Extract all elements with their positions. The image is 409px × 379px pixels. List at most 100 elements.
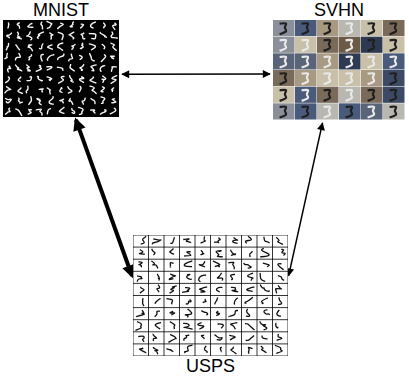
dataset-node: USPS (133, 235, 288, 376)
photo-tile (339, 53, 361, 69)
grid-line (257, 235, 258, 356)
dataset-samples (273, 20, 405, 120)
photo-tile (361, 87, 383, 103)
digit-sample (81, 33, 85, 39)
photo-tile (383, 70, 405, 86)
digit-sample (5, 53, 7, 58)
digit-sample (264, 310, 270, 315)
digit-sample (199, 275, 206, 282)
digit-sample (112, 88, 114, 92)
digit-sample (58, 32, 63, 39)
digit-sample (60, 99, 64, 102)
photo-tile (295, 103, 317, 119)
digit-sample (111, 32, 117, 38)
digit-sample (89, 44, 95, 50)
digit-sample (18, 88, 23, 93)
digit-sample (72, 44, 75, 49)
digit-sample (60, 107, 64, 113)
digit-sample (231, 274, 235, 279)
photo-tile (383, 53, 405, 69)
digit-sample (215, 298, 218, 305)
digit-sample (70, 76, 74, 82)
digit-sample (6, 43, 8, 49)
photo-tile (361, 20, 383, 36)
digit-sample (60, 88, 62, 93)
digit-sample (216, 311, 219, 316)
digit-sample (275, 345, 282, 353)
digit-sample (346, 107, 353, 118)
digit-sample (27, 32, 32, 40)
photo-tile (383, 103, 405, 119)
digit-sample (215, 335, 223, 341)
digit-sample (368, 73, 375, 84)
digit-sample (110, 108, 116, 114)
digit-sample (7, 33, 12, 38)
photo-tile (317, 70, 339, 86)
digit-sample (58, 43, 63, 50)
photo-tile (383, 20, 405, 36)
digit-sample (170, 263, 173, 267)
digit-sample (37, 32, 43, 38)
digit-sample (170, 322, 175, 330)
digit-sample (250, 251, 253, 257)
photo-tile (339, 37, 361, 53)
photo-tile (317, 103, 339, 119)
digit-sample (262, 335, 267, 339)
digit-sample (58, 54, 64, 60)
digit-sample (155, 298, 160, 303)
digit-sample (260, 248, 269, 257)
digit-sample (157, 285, 160, 292)
digit-sample (264, 237, 270, 243)
digit-sample (231, 347, 237, 354)
dataset-node: SVHN (273, 0, 405, 120)
digit-sample (100, 66, 104, 72)
digit-sample (29, 55, 32, 60)
digit-sample (6, 77, 10, 83)
digit-sample (244, 263, 251, 268)
digit-sample (278, 264, 284, 270)
digit-sample (346, 73, 353, 84)
digit-sample (102, 44, 105, 48)
digit-sample (280, 107, 287, 118)
digit-sample (15, 53, 20, 59)
digit-sample (185, 345, 193, 353)
digit-sample (69, 54, 73, 61)
digit-sample (29, 97, 32, 105)
digit-sample (69, 99, 73, 105)
digit-sample (166, 349, 173, 352)
photo-tile (273, 70, 295, 86)
sample-grid (3, 20, 119, 117)
digit-sample (368, 107, 375, 118)
digit-sample (204, 346, 207, 353)
digit-sample (213, 261, 220, 267)
digit-sample (153, 347, 158, 354)
photo-tile (339, 70, 361, 86)
grid-line (226, 235, 227, 356)
dataset-samples (133, 235, 288, 356)
digit-sample (246, 335, 254, 340)
digit-sample (244, 297, 252, 303)
digit-sample (111, 43, 116, 50)
digit-sample (5, 108, 10, 114)
digit-sample (245, 236, 251, 243)
photo-tile (317, 37, 339, 53)
digit-sample (58, 23, 64, 28)
digit-sample (27, 77, 31, 81)
digit-sample (37, 98, 41, 104)
digit-sample (90, 22, 95, 28)
digit-sample (390, 107, 397, 118)
digit-sample (278, 297, 282, 304)
digit-sample (346, 23, 353, 34)
photo-tile (295, 70, 317, 86)
digit-sample (260, 321, 267, 330)
digit-sample (16, 65, 22, 71)
digit-sample (302, 107, 309, 118)
digit-sample (57, 67, 63, 70)
digit-sample (203, 299, 206, 303)
digit-sample (276, 237, 283, 244)
digit-sample (16, 109, 22, 115)
digit-sample (27, 65, 31, 71)
digit-sample (169, 274, 175, 280)
digit-sample (233, 237, 238, 243)
